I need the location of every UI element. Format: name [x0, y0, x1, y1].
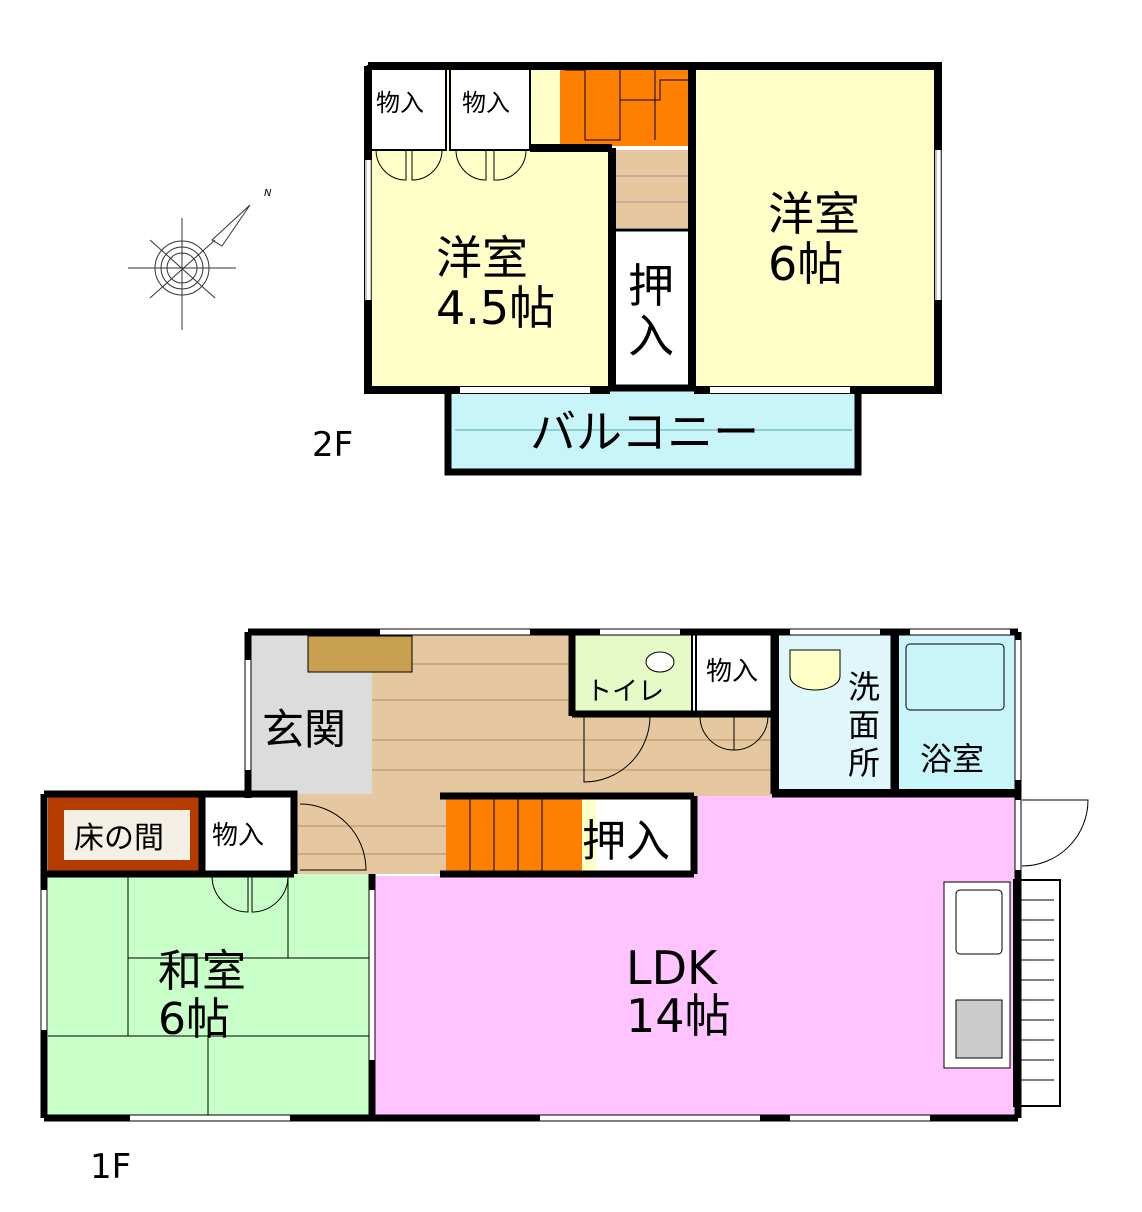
- bathroom-label: 浴室: [920, 740, 984, 778]
- japanese-room-size: 6帖: [158, 994, 230, 1045]
- storage-2f-2-label: 物入: [462, 89, 510, 117]
- hall-2f: [614, 150, 690, 228]
- stairs-2f: [560, 66, 690, 146]
- entrance-label: 玄関: [262, 705, 346, 754]
- doors-1f: [211, 715, 1089, 913]
- western-room-4-5-name: 洋室: [436, 231, 528, 285]
- windows-1f: [41, 629, 1021, 1121]
- compass-north-label: N: [264, 188, 272, 199]
- stairs-1f: [446, 798, 582, 872]
- western-room-6-name: 洋室: [768, 187, 860, 241]
- floor-1f-label: 1F: [90, 1147, 131, 1187]
- floor-2f: 物入 物入 洋室 4.5帖 押 入 洋室 6帖 バルコニー 2F: [312, 62, 942, 476]
- storage-2f-1-label: 物入: [376, 89, 424, 117]
- western-room-4-5-size: 4.5帖: [436, 281, 555, 335]
- floor-1f: 玄関 トイレ 物入 洗 面 所 浴室 床の間 物入 押入 和室 6帖 LDK 1…: [40, 628, 1089, 1187]
- compass-icon: N: [128, 188, 272, 330]
- storage-hall-label: 物入: [706, 657, 758, 687]
- closet-2f-label-1: 押: [628, 259, 674, 313]
- sink-icon: [955, 889, 1003, 955]
- japanese-room-name: 和室: [158, 946, 246, 997]
- closet-2f-label-2: 入: [628, 309, 674, 363]
- toilet-label: トイレ: [586, 677, 664, 707]
- japanese-room: [48, 874, 370, 1118]
- bathtub-icon: [905, 643, 1005, 711]
- storage-doors-2f: [375, 149, 527, 181]
- tatami-lines: [48, 874, 370, 1118]
- closet-2f: [612, 228, 692, 388]
- floor-2f-label: 2F: [312, 425, 353, 465]
- stove-icon: [955, 999, 1003, 1059]
- washroom-label-1: 洗: [848, 668, 880, 706]
- closet-1f-label: 押入: [582, 816, 670, 867]
- washroom-label-3: 所: [848, 744, 880, 782]
- alcove-label: 床の間: [74, 821, 164, 856]
- washroom-label-2: 面: [848, 706, 880, 744]
- storage-2f-2: [449, 65, 531, 151]
- balcony-label: バルコニー: [530, 405, 759, 459]
- storage-hall: [695, 633, 773, 713]
- back-porch: [1013, 879, 1061, 1107]
- windows-2f: [365, 150, 941, 393]
- toilet: [573, 633, 693, 713]
- western-room-6-size: 6帖: [768, 237, 843, 291]
- shoe-cabinet: [307, 635, 413, 673]
- ldk-size: 14帖: [626, 989, 731, 1043]
- closet-1f: [596, 798, 694, 872]
- ldk-name: LDK: [626, 941, 719, 995]
- storage-japanese: [206, 794, 292, 874]
- storage-japanese-label: 物入: [212, 821, 264, 851]
- western-room-6: [690, 66, 938, 388]
